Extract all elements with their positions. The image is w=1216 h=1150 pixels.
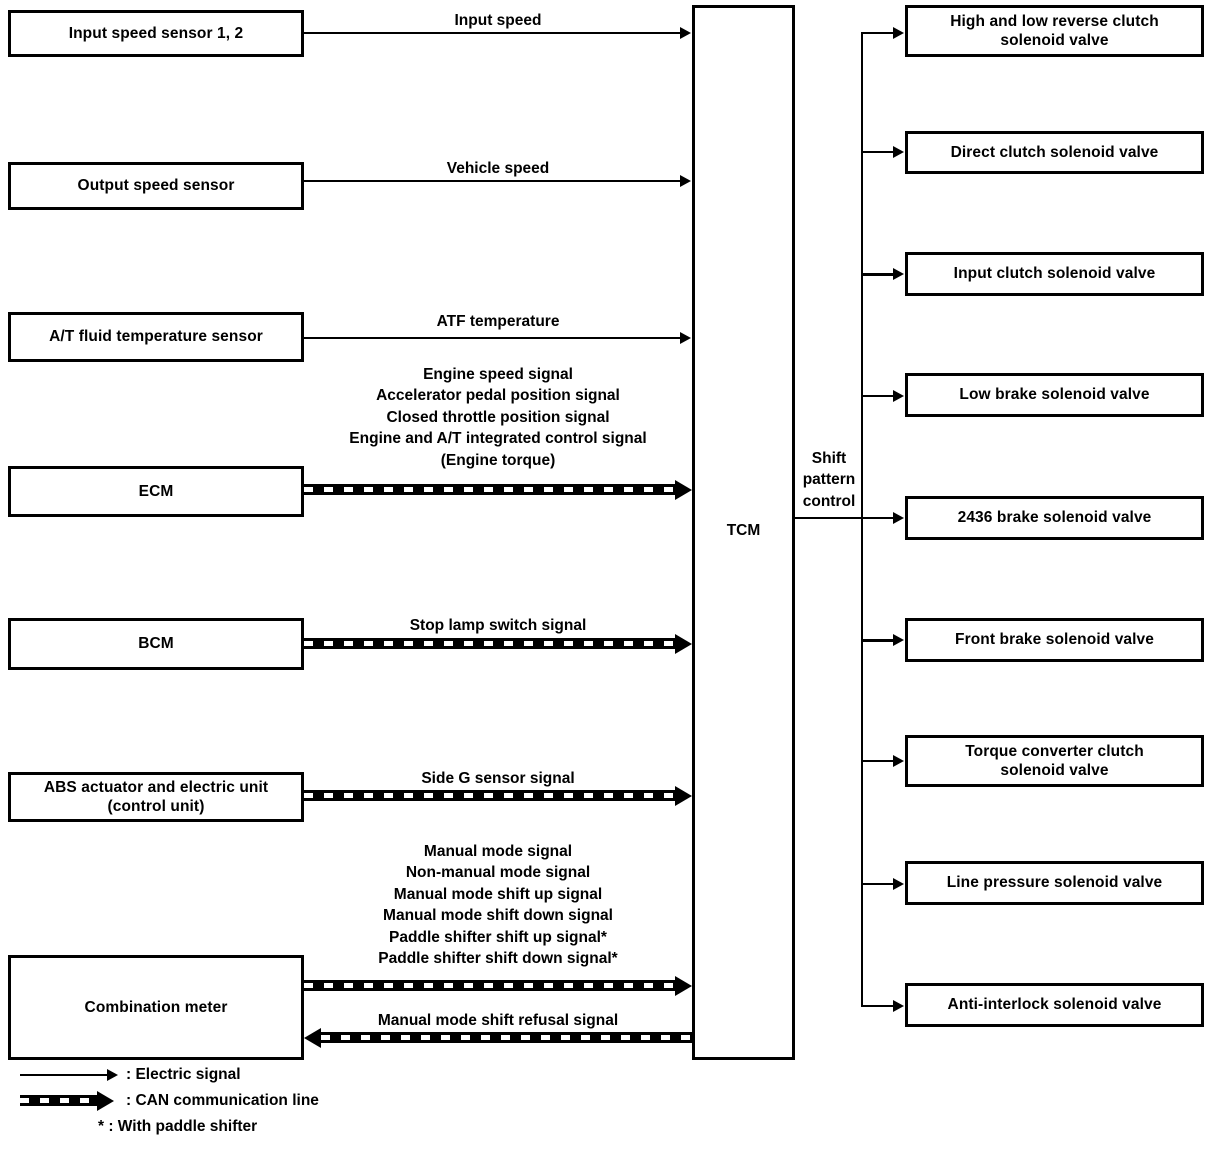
- legend-row-can-line: : CAN communication line: [8, 1090, 428, 1116]
- input-box-label: Input speed sensor 1, 2: [68, 24, 244, 42]
- input-box-at-fluid-temperature-sensor[interactable]: A/T fluid temperature sensor: [8, 312, 304, 362]
- legend-can-line-text: : CAN communication line: [126, 1092, 319, 1109]
- branch-line-7: [861, 760, 894, 762]
- output-box-anti-interlock-solenoid-valve[interactable]: Anti-interlock solenoid valve: [905, 983, 1204, 1027]
- output-box-high-and-low-reverse-clutch-solenoid-valve[interactable]: High and low reverse clutch solenoid val…: [905, 5, 1204, 57]
- output-box-front-brake-solenoid-valve[interactable]: Front brake solenoid valve: [905, 618, 1204, 662]
- shift-pattern-control-link: [795, 517, 863, 519]
- input-box-abs-actuator[interactable]: ABS actuator and electric unit (control …: [8, 772, 304, 822]
- branch-arrow-3: [893, 268, 904, 280]
- signal-can-arrow-combination-meter: [675, 976, 692, 996]
- signal-label-atf-temperature: ATF temperature: [436, 313, 560, 330]
- branch-arrow-9: [893, 1000, 904, 1012]
- output-bus-line: [861, 32, 863, 1006]
- input-box-label: ABS actuator and electric unit (control …: [43, 778, 269, 815]
- signal-label-input-speed: Input speed: [454, 12, 542, 29]
- output-box-label: Low brake solenoid valve: [959, 386, 1150, 404]
- output-box-input-clutch-solenoid-valve[interactable]: Input clutch solenoid valve: [905, 252, 1204, 296]
- output-box-label: Anti-interlock solenoid valve: [947, 996, 1162, 1014]
- input-box-combination-meter[interactable]: Combination meter: [8, 955, 304, 1060]
- output-box-label: Torque converter clutch solenoid valve: [965, 742, 1144, 779]
- signal-can-line-manual-mode-shift-refusal: [321, 1032, 692, 1043]
- branch-arrow-2: [893, 146, 904, 158]
- branch-arrow-6: [893, 634, 904, 646]
- branch-line-5: [861, 517, 894, 519]
- output-box-label: Line pressure solenoid valve: [946, 874, 1163, 892]
- branch-line-9: [861, 1005, 894, 1007]
- legend-row-paddle-shifter: * : With paddle shifter: [8, 1116, 428, 1142]
- signal-can-line-bcm: [304, 638, 676, 649]
- input-box-label: A/T fluid temperature sensor: [49, 328, 263, 346]
- branch-line-3: [861, 273, 894, 276]
- branch-line-2: [861, 151, 894, 153]
- signal-label-vehicle-speed: Vehicle speed: [446, 160, 550, 177]
- tcm-box[interactable]: [692, 5, 795, 1060]
- signal-line-atf-temperature: [304, 337, 682, 339]
- input-box-input-speed-sensor[interactable]: Input speed sensor 1, 2: [8, 10, 304, 57]
- legend: : Electric signal : CAN communication li…: [8, 1064, 428, 1142]
- signal-can-line-abs: [304, 790, 676, 801]
- output-box-brake-2436-solenoid-valve[interactable]: 2436 brake solenoid valve: [905, 496, 1204, 540]
- branch-arrow-4: [893, 390, 904, 402]
- input-box-ecm[interactable]: ECM: [8, 466, 304, 517]
- output-box-label: 2436 brake solenoid valve: [957, 509, 1152, 527]
- branch-arrow-5: [893, 512, 904, 524]
- branch-line-8: [861, 883, 894, 885]
- shift-pattern-control-label: Shift pattern control: [802, 450, 856, 510]
- branch-line-6: [861, 639, 894, 642]
- legend-row-electric-signal: : Electric signal: [8, 1064, 428, 1090]
- branch-line-4: [861, 395, 894, 397]
- legend-electric-signal-text: : Electric signal: [126, 1066, 241, 1083]
- signal-can-line-ecm: [304, 484, 676, 495]
- output-box-label: Input clutch solenoid valve: [953, 265, 1156, 283]
- input-box-label: Combination meter: [84, 998, 228, 1016]
- input-box-label: BCM: [138, 635, 174, 653]
- branch-arrow-1: [893, 27, 904, 39]
- signal-label-combination-meter: Manual mode signal Non-manual mode signa…: [378, 843, 618, 967]
- input-box-bcm[interactable]: BCM: [8, 618, 304, 670]
- tcm-label: TCM: [726, 522, 761, 539]
- input-box-label: Output speed sensor: [77, 177, 235, 195]
- branch-line-1: [861, 32, 894, 34]
- output-box-label: High and low reverse clutch solenoid val…: [950, 12, 1159, 49]
- signal-line-vehicle-speed: [304, 180, 682, 182]
- signal-arrow-vehicle-speed: [680, 175, 691, 187]
- input-box-output-speed-sensor[interactable]: Output speed sensor: [8, 162, 304, 210]
- signal-label-manual-mode-shift-refusal: Manual mode shift refusal signal: [377, 1012, 619, 1029]
- signal-label-ecm: Engine speed signal Accelerator pedal po…: [349, 366, 647, 469]
- signal-line-input-speed: [304, 32, 682, 34]
- branch-arrow-7: [893, 755, 904, 767]
- signal-arrow-atf-temperature: [680, 332, 691, 344]
- output-box-line-pressure-solenoid-valve[interactable]: Line pressure solenoid valve: [905, 861, 1204, 905]
- output-box-low-brake-solenoid-valve[interactable]: Low brake solenoid valve: [905, 373, 1204, 417]
- signal-arrow-input-speed: [680, 27, 691, 39]
- legend-electric-arrow-icon: [107, 1069, 118, 1081]
- input-box-label: ECM: [138, 482, 174, 500]
- branch-arrow-8: [893, 878, 904, 890]
- signal-can-arrow-abs: [675, 786, 692, 806]
- legend-paddle-shifter-text: * : With paddle shifter: [98, 1118, 258, 1135]
- output-box-label: Direct clutch solenoid valve: [950, 143, 1159, 161]
- signal-label-abs: Side G sensor signal: [421, 770, 575, 787]
- legend-can-arrow-icon: [97, 1091, 114, 1111]
- signal-can-arrow-manual-mode-shift-refusal: [304, 1028, 321, 1048]
- output-box-label: Front brake solenoid valve: [955, 631, 1154, 649]
- signal-label-bcm: Stop lamp switch signal: [409, 617, 587, 634]
- legend-can-line-icon: [20, 1095, 98, 1106]
- output-box-direct-clutch-solenoid-valve[interactable]: Direct clutch solenoid valve: [905, 131, 1204, 174]
- legend-electric-signal-icon: [20, 1074, 108, 1076]
- signal-can-line-combination-meter: [304, 980, 676, 991]
- signal-can-arrow-bcm: [675, 634, 692, 654]
- signal-can-arrow-ecm: [675, 480, 692, 500]
- output-box-torque-converter-clutch-solenoid-valve[interactable]: Torque converter clutch solenoid valve: [905, 735, 1204, 787]
